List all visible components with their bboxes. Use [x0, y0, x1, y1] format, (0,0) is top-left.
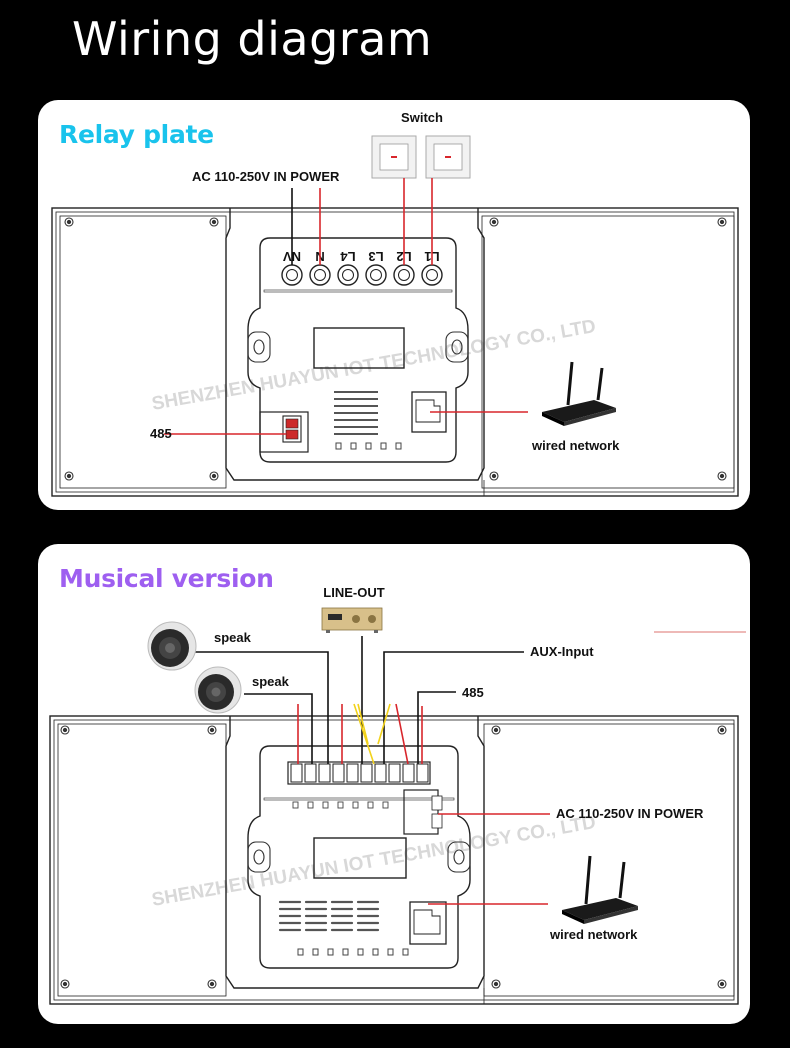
relay-plate-title: Relay plate	[59, 120, 214, 149]
relay-wires	[164, 178, 528, 435]
speaker2-label: speak	[252, 674, 290, 689]
terminal-l4: L4	[337, 249, 359, 286]
musical-485-label: 485	[462, 685, 484, 700]
musical-bottom-pins	[297, 948, 409, 956]
relay-terminal-block: NV N L4 L3 L2	[281, 249, 443, 286]
relay-bottom-pins	[335, 442, 402, 450]
speaker-icon-1	[147, 621, 197, 671]
musical-power-connector	[403, 789, 443, 835]
relay-panel	[51, 207, 739, 497]
musical-watermark: SHENZHEN HUAYUN IOT TECHNOLOGY CO., LTD	[150, 812, 597, 911]
musical-vent-slots	[278, 900, 380, 932]
musical-panel	[49, 715, 739, 1005]
relay-screws	[64, 217, 727, 481]
musical-network-label: wired network	[549, 927, 638, 942]
musical-version-card: Musical version SHENZHEN HUAYUN IOT TECH…	[38, 544, 750, 1024]
relay-watermark: SHENZHEN HUAYUN IOT TECHNOLOGY CO., LTD	[150, 316, 597, 415]
speaker1-label: speak	[214, 630, 252, 645]
terminal-label-l4: L4	[340, 249, 356, 264]
switch-label: Switch	[401, 110, 443, 125]
relay-485-connector	[259, 411, 309, 453]
speaker-icon-2	[194, 666, 242, 714]
musical-rj45-port	[409, 901, 447, 945]
relay-wiring-diagram: SHENZHEN HUAYUN IOT TECHNOLOGY CO., LTD	[51, 110, 739, 497]
router-icon	[562, 855, 638, 924]
switch-icon-2	[425, 135, 471, 179]
terminal-l3: L3	[365, 249, 387, 286]
musical-terminal-block	[287, 761, 431, 809]
aux-input-label: AUX-Input	[530, 644, 594, 659]
page-title: Wiring diagram	[72, 12, 433, 66]
musical-wiring-diagram: SHENZHEN HUAYUN IOT TECHNOLOGY CO., LTD	[49, 585, 746, 1005]
switch-icon-1	[371, 135, 417, 179]
relay-network-label: wired network	[531, 438, 620, 453]
router-icon	[542, 361, 616, 426]
musical-power-label: AC 110-250V IN POWER	[556, 806, 704, 821]
lineout-label: LINE-OUT	[323, 585, 384, 600]
amplifier-icon	[321, 607, 383, 633]
relay-vent-slots	[334, 391, 378, 435]
terminal-label-l3: L3	[368, 249, 383, 264]
relay-power-label: AC 110-250V IN POWER	[192, 169, 340, 184]
musical-screws	[60, 725, 727, 989]
relay-485-label: 485	[150, 426, 172, 441]
musical-wires	[188, 636, 550, 905]
relay-plate-card: Relay plate SHENZHEN HUAYUN IOT TECHNOLO…	[38, 100, 750, 510]
musical-version-title: Musical version	[59, 564, 274, 593]
